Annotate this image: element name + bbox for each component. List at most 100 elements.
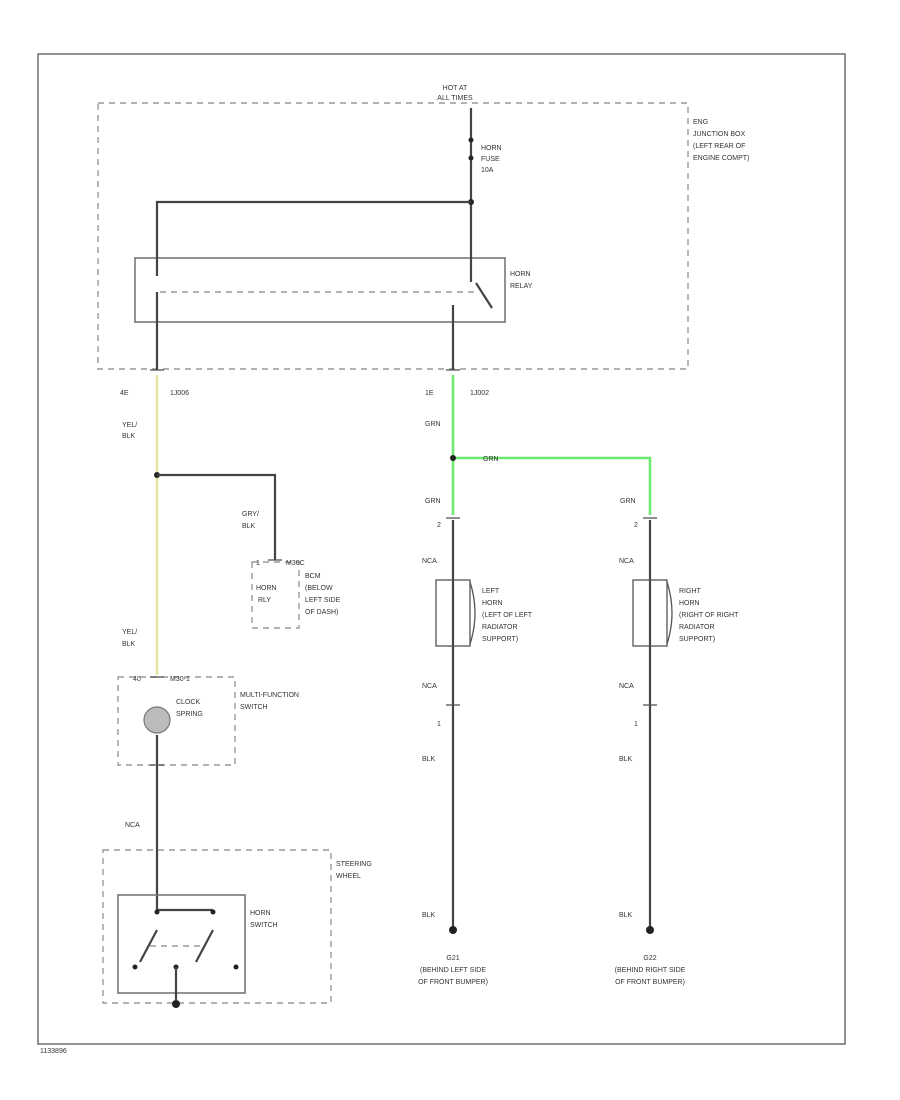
bcm-label-4: OF DASH) <box>305 609 338 616</box>
multifunction-label-2: SWITCH <box>240 704 268 711</box>
clock-spring-symbol <box>143 706 171 734</box>
figure-id-label: 1133896 <box>40 1048 67 1055</box>
right-horn-label-2: HORN <box>679 600 700 607</box>
ground-g22-symbol <box>646 926 654 934</box>
yel-blk-bottom-2: BLK <box>122 641 136 648</box>
left-horn-label-4: RADIATOR <box>482 624 518 631</box>
steering-wheel-box <box>102 849 332 1004</box>
bcm-label-1: BCM <box>305 573 321 580</box>
fuse-top-terminal <box>468 137 474 143</box>
gry-blk-2: BLK <box>242 523 256 530</box>
right-horn-label-3: (RIGHT OF RIGHT <box>679 612 739 619</box>
all-times-label: ALL TIMES <box>437 95 473 102</box>
pin-left-label: 4E <box>120 390 129 397</box>
right-horn-label-4: RADIATOR <box>679 624 715 631</box>
grn-left-label: GRN <box>425 498 441 505</box>
steering-wheel-label-2: WHEEL <box>336 873 361 880</box>
right-horn-symbol <box>632 579 668 647</box>
horn-switch-dot-1 <box>154 909 160 915</box>
relay-label-2: RELAY <box>510 283 533 290</box>
gry-blk-1: GRY/ <box>242 511 259 518</box>
bcm-label-2: (BELOW <box>305 585 333 592</box>
fuse-label-1: HORN <box>481 145 502 152</box>
horn-rly-label-2: RLY <box>258 597 271 604</box>
blk-left-mid: BLK <box>422 756 436 763</box>
horn-switch-blade-1 <box>139 929 158 963</box>
junction-box-label-1: ENG <box>693 119 708 126</box>
multifunction-label-1: MULTI-FUNCTION <box>240 692 299 699</box>
right-horn-label-5: SUPPORT) <box>679 636 715 643</box>
yel-blk-top-1: YEL/ <box>122 422 137 429</box>
hot-at-label: HOT AT <box>443 85 468 92</box>
fuse-label-2: FUSE <box>481 156 500 163</box>
ground-right-id: G22 <box>643 955 656 962</box>
left-horn-label-3: (LEFT OF LEFT <box>482 612 533 619</box>
grn-splice-label: GRN <box>483 456 499 463</box>
horn-switch-dot-2 <box>210 909 216 915</box>
pin2-right-label: 2 <box>634 522 638 529</box>
junction-box-label-2: JUNCTION BOX <box>693 131 745 138</box>
horn-rly-label-1: HORN <box>256 585 277 592</box>
yel-blk-top-2: BLK <box>122 433 136 440</box>
horn-switch-blade-2 <box>195 929 214 963</box>
nca-right-horn-top: NCA <box>619 558 634 565</box>
ground-right-loc-2: OF FRONT BUMPER) <box>615 979 685 986</box>
diagram-frame <box>37 53 846 1045</box>
left-horn-bell <box>469 581 476 645</box>
blk-left-bottom: BLK <box>422 912 436 919</box>
clock-pin-label: 40 <box>133 676 141 683</box>
pin-right-label: 1E <box>425 390 434 397</box>
left-horn-label-2: HORN <box>482 600 503 607</box>
conn-left-label: 1J006 <box>170 390 189 397</box>
grn-right-label: GRN <box>620 498 636 505</box>
relay-label-1: HORN <box>510 271 531 278</box>
relay-coil-feed-wire <box>155 200 471 276</box>
horn-rly-pin-label: 1 <box>256 560 260 567</box>
pin1-left-label: 1 <box>437 721 441 728</box>
blk-right-mid: BLK <box>619 756 633 763</box>
steering-wheel-label-1: STEERING <box>336 861 372 868</box>
left-horn-label-1: LEFT <box>482 588 500 595</box>
bcm-label-3: LEFT SIDE <box>305 597 341 604</box>
clock-conn-label: M30-1 <box>170 676 190 683</box>
clock-spring-label-2: SPRING <box>176 711 203 718</box>
grn-splice-dot <box>450 455 456 461</box>
yel-blk-bottom-1: YEL/ <box>122 629 137 636</box>
nca-right-horn-bottom: NCA <box>619 683 634 690</box>
nca-left-horn-top: NCA <box>422 558 437 565</box>
ground-left-loc-1: (BEHIND LEFT SIDE <box>420 967 486 974</box>
horn-relay-box <box>134 257 506 323</box>
junction-box-label-3: (LEFT REAR OF <box>693 143 745 150</box>
steering-ground-symbol <box>172 1000 180 1008</box>
bcm-horn-relay-box <box>251 561 300 629</box>
right-horn-label-1: RIGHT <box>679 588 702 595</box>
nca-left-horn-bottom: NCA <box>422 683 437 690</box>
junction-box-outline <box>97 102 689 370</box>
horn-switch-box <box>117 894 246 994</box>
nca-left-label: NCA <box>125 822 140 829</box>
pin2-left-label: 2 <box>437 522 441 529</box>
horn-switch-contact-3 <box>233 964 239 970</box>
pin1-right-label: 1 <box>634 721 638 728</box>
horn-rly-conn-label: M30C <box>286 560 305 567</box>
horn-switch-label-2: SWITCH <box>250 922 278 929</box>
conn-right-label: 1J002 <box>470 390 489 397</box>
grn-top-label: GRN <box>425 421 441 428</box>
junction-box-label-4: ENGINE COMPT) <box>693 155 749 162</box>
ground-g21-symbol <box>449 926 457 934</box>
ground-right-loc-1: (BEHIND RIGHT SIDE <box>615 967 686 974</box>
ground-left-id: G21 <box>446 955 459 962</box>
relay-switch-blade <box>475 282 493 309</box>
clock-spring-label-1: CLOCK <box>176 699 200 706</box>
gry-blk-wire <box>157 473 277 560</box>
blk-right-bottom: BLK <box>619 912 633 919</box>
left-horn-symbol <box>435 579 471 647</box>
horn-switch-contact-1 <box>132 964 138 970</box>
horn-switch-label-1: HORN <box>250 910 271 917</box>
ground-left-loc-2: OF FRONT BUMPER) <box>418 979 488 986</box>
grn-wire-right <box>453 456 652 515</box>
fuse-label-3: 10A <box>481 167 494 174</box>
right-horn-bell <box>666 581 673 645</box>
fuse-bottom-terminal <box>468 155 474 161</box>
